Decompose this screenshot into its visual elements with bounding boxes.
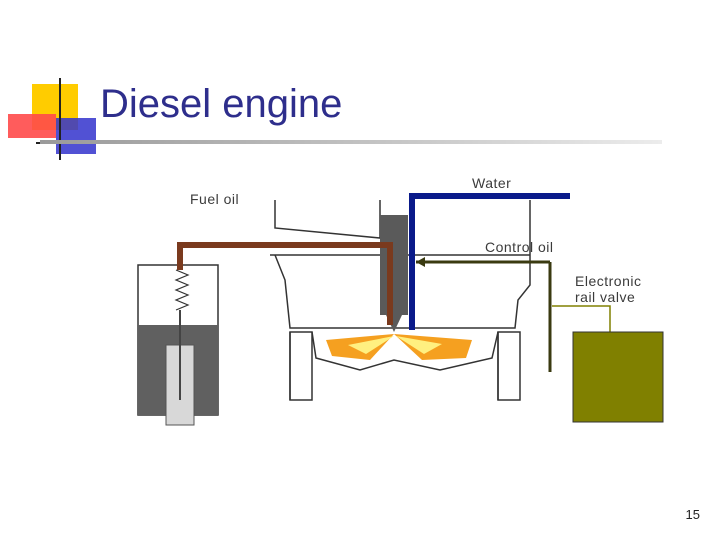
fuel-spray-left-inner <box>348 336 394 354</box>
label-fuel-oil: Fuel oil <box>190 191 239 207</box>
fuel-pump-spring <box>174 269 190 311</box>
injector-body <box>380 215 408 315</box>
title-underline <box>40 140 662 144</box>
water-pipe <box>409 193 570 330</box>
label-control-oil: Control oil <box>485 239 554 255</box>
logo-blue-square <box>56 118 96 154</box>
page-number: 15 <box>685 507 700 522</box>
label-electronic-rail-valve-line1: Electronic <box>575 273 641 289</box>
diesel-engine-diagram: Water Fuel oil Control oil Electronic ra… <box>120 160 695 440</box>
cylinder-outer-left <box>289 331 313 401</box>
label-water: Water <box>472 175 511 191</box>
fuel-oil-pipe <box>177 242 393 325</box>
fuel-spray-right-inner <box>396 336 442 354</box>
piston-crown <box>311 331 499 371</box>
rail-valve-connection <box>552 305 611 332</box>
control-oil-arrow <box>416 257 425 267</box>
label-electronic-rail-valve-line2: rail valve <box>575 289 635 305</box>
electronic-rail-valve-box <box>572 331 664 423</box>
logo-red-bar <box>8 114 56 138</box>
slide-title: Diesel engine <box>100 82 343 126</box>
cylinder-outer-right <box>497 331 521 401</box>
